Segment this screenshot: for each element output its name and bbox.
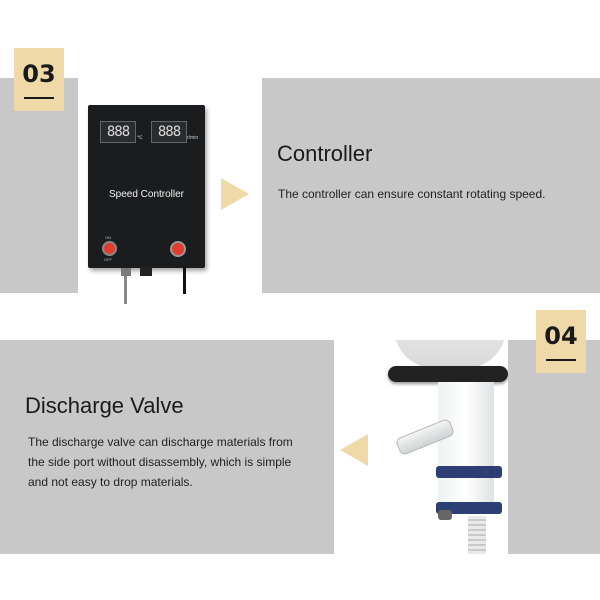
description-line: and not easy to drop materials.	[28, 475, 193, 489]
glass-neck	[438, 382, 494, 512]
description-line: the side port without disassembly, which…	[28, 455, 292, 469]
drain-tube	[468, 516, 486, 554]
badge-underline	[546, 359, 576, 361]
discharge-valve-image	[386, 340, 508, 554]
speed-unit: r/min	[187, 135, 199, 141]
power-on-label: ON	[105, 235, 111, 240]
speed-controller-image: 888 ℃ 888 r/min Speed Controller ON OFF	[88, 105, 205, 268]
temperature-display: 888	[100, 121, 136, 143]
section-number-badge: 04	[536, 310, 586, 373]
flask-clamp	[388, 366, 508, 382]
device-label: Speed Controller	[108, 189, 185, 200]
cable	[124, 276, 127, 304]
description-line: The discharge valve can discharge materi…	[28, 435, 293, 449]
arrow-right-icon	[221, 178, 249, 210]
discharge-valve-info-panel	[0, 340, 334, 554]
blue-clamp	[436, 502, 502, 514]
wing-nut	[438, 510, 452, 520]
section-title: Controller	[277, 141, 373, 166]
power-switch	[102, 241, 117, 256]
section-title: Discharge Valve	[25, 393, 184, 418]
power-off-label: OFF	[104, 257, 112, 262]
arrow-left-icon	[340, 434, 368, 466]
blue-clamp	[436, 466, 502, 478]
background-panel-right	[508, 340, 600, 554]
background-panel-left	[0, 78, 78, 293]
controller-info-panel	[262, 78, 600, 293]
speed-display: 888	[151, 121, 187, 143]
section-description: The controller can ensure constant rotat…	[278, 187, 546, 201]
temperature-unit: ℃	[137, 135, 143, 141]
cable	[183, 266, 186, 294]
cable-connector	[121, 268, 131, 276]
section-number: 04	[544, 322, 578, 350]
cable-connector	[140, 266, 152, 276]
section-number-badge: 03	[14, 48, 64, 111]
section-number: 03	[22, 60, 56, 88]
badge-underline	[24, 97, 54, 99]
glass-flask	[394, 340, 506, 368]
speed-knob	[170, 241, 186, 257]
section-description: The discharge valve can discharge materi…	[28, 432, 328, 492]
